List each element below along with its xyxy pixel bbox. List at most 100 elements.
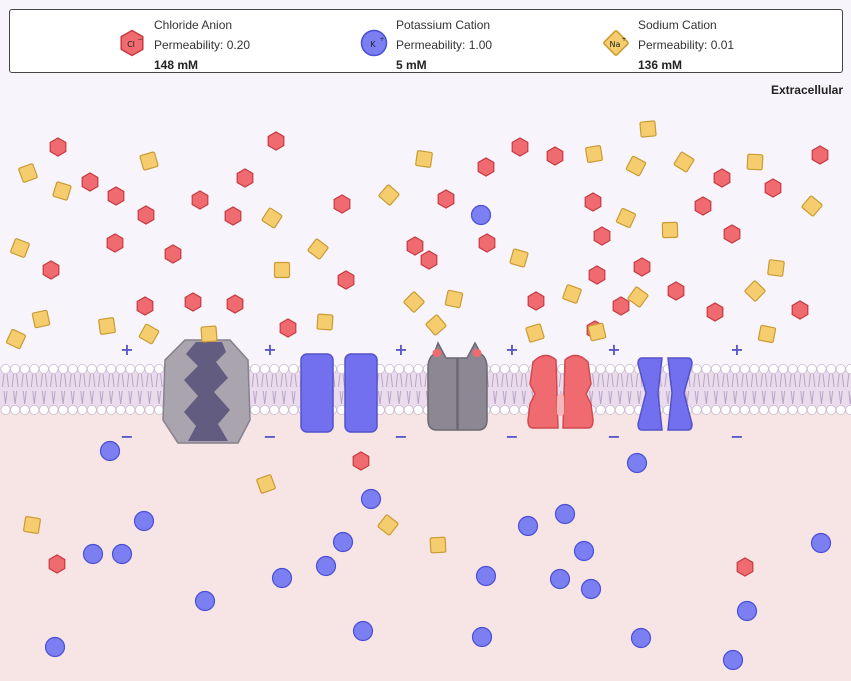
positive-charge: + xyxy=(120,340,133,359)
sodium-ion xyxy=(139,151,159,171)
lipid-head xyxy=(758,404,769,415)
chloride-ion xyxy=(633,257,651,277)
sodium-ion xyxy=(31,309,51,329)
lipid-head xyxy=(605,363,616,374)
potassium-ion xyxy=(626,452,648,474)
lipid-head xyxy=(509,404,520,415)
lipid-head xyxy=(0,363,11,374)
sodium-ion xyxy=(444,289,464,309)
lipid-head xyxy=(38,404,49,415)
lipid-head xyxy=(806,363,817,374)
lipid-head xyxy=(154,363,165,374)
legend-permeability: Permeability: 1.00 xyxy=(396,38,493,52)
chloride-ion xyxy=(48,554,66,574)
lipid-head xyxy=(86,363,97,374)
potassium-ion xyxy=(736,600,758,622)
lipid-head xyxy=(806,404,817,415)
potassium-ion xyxy=(554,503,576,525)
lipid-head xyxy=(67,363,78,374)
lipid-head xyxy=(384,363,395,374)
chloride-ion xyxy=(164,244,182,264)
chloride-ion xyxy=(477,157,495,177)
sodium-ion xyxy=(261,207,283,229)
lipid-head xyxy=(797,363,808,374)
sodium-ion xyxy=(509,248,529,268)
chloride-ion xyxy=(136,296,154,316)
legend-ion-name: Sodium Cation xyxy=(638,18,717,32)
lipid-head xyxy=(778,404,789,415)
lipid-head xyxy=(125,404,136,415)
lipid-head xyxy=(58,363,69,374)
negative-charge: − xyxy=(263,427,276,446)
lipid-head xyxy=(835,404,846,415)
lipid-head xyxy=(288,363,299,374)
lipid-head xyxy=(134,404,145,415)
sodium-ion xyxy=(256,474,276,494)
chloride-ion xyxy=(612,296,630,316)
lipid-head xyxy=(19,404,30,415)
potassium-ion xyxy=(111,543,133,565)
lipid-head xyxy=(413,404,424,415)
lipid-head xyxy=(845,405,851,415)
chloride-ion xyxy=(279,318,297,338)
sodium-ion xyxy=(757,324,777,344)
lipid-head xyxy=(48,363,59,374)
lipid-head xyxy=(749,363,760,374)
sodium-ion xyxy=(425,314,447,336)
lipid-head xyxy=(29,404,40,415)
potassium-ion xyxy=(352,620,374,642)
lipid-head xyxy=(134,363,145,374)
lipid-head xyxy=(10,363,21,374)
sodium-ion xyxy=(639,120,657,138)
channel-gate-marker xyxy=(472,349,482,357)
potassium-channel xyxy=(637,357,693,431)
lipid-head xyxy=(768,404,779,415)
potassium-ion xyxy=(194,590,216,612)
positive-charge: + xyxy=(263,340,276,359)
lipid-head xyxy=(144,363,155,374)
legend-permeability: Permeability: 0.20 xyxy=(154,38,251,52)
sodium-ion xyxy=(273,261,291,279)
chloride-ion xyxy=(107,186,125,206)
lipid-head xyxy=(614,404,625,415)
lipid-bilayer xyxy=(0,363,851,415)
sodium-ion xyxy=(138,323,160,345)
chloride-ion xyxy=(437,189,455,209)
chloride-ion xyxy=(184,292,202,312)
lipid-head xyxy=(96,404,107,415)
sodium-ion xyxy=(98,317,116,335)
lipid-head xyxy=(288,404,299,415)
sodium-ion xyxy=(746,153,764,171)
lipid-head xyxy=(250,363,261,374)
channel-gate-marker xyxy=(432,349,442,357)
chloride-ion xyxy=(333,194,351,214)
lipid-head xyxy=(739,363,750,374)
lipid-head xyxy=(758,363,769,374)
sodium-ion xyxy=(585,145,603,163)
lipid-head xyxy=(730,404,741,415)
lipid-head xyxy=(29,363,40,374)
lipid-head xyxy=(154,404,165,415)
lipid-head xyxy=(125,363,136,374)
lipid-head xyxy=(518,363,529,374)
potassium-ion xyxy=(133,510,155,532)
sodium-ion xyxy=(627,286,649,308)
sodium-ion xyxy=(52,181,72,201)
lipid-head xyxy=(787,404,798,415)
lipid-head xyxy=(826,404,837,415)
sodium-ion xyxy=(562,284,582,304)
chloride-ion xyxy=(736,557,754,577)
chloride-ion xyxy=(588,265,606,285)
membrane-charges: +−+−+−+−+−+− xyxy=(120,340,743,446)
sodium-ion xyxy=(661,221,679,239)
lipid-head xyxy=(19,363,30,374)
lipid-head xyxy=(518,404,529,415)
sodium-ion xyxy=(801,195,823,217)
potassium-ion xyxy=(44,636,66,658)
chloride-ion xyxy=(546,146,564,166)
channel-pore xyxy=(557,394,564,416)
sodium-ion xyxy=(587,322,607,342)
chloride-ion xyxy=(81,172,99,192)
potassium-ion xyxy=(271,567,293,589)
chloride-ion xyxy=(723,224,741,244)
